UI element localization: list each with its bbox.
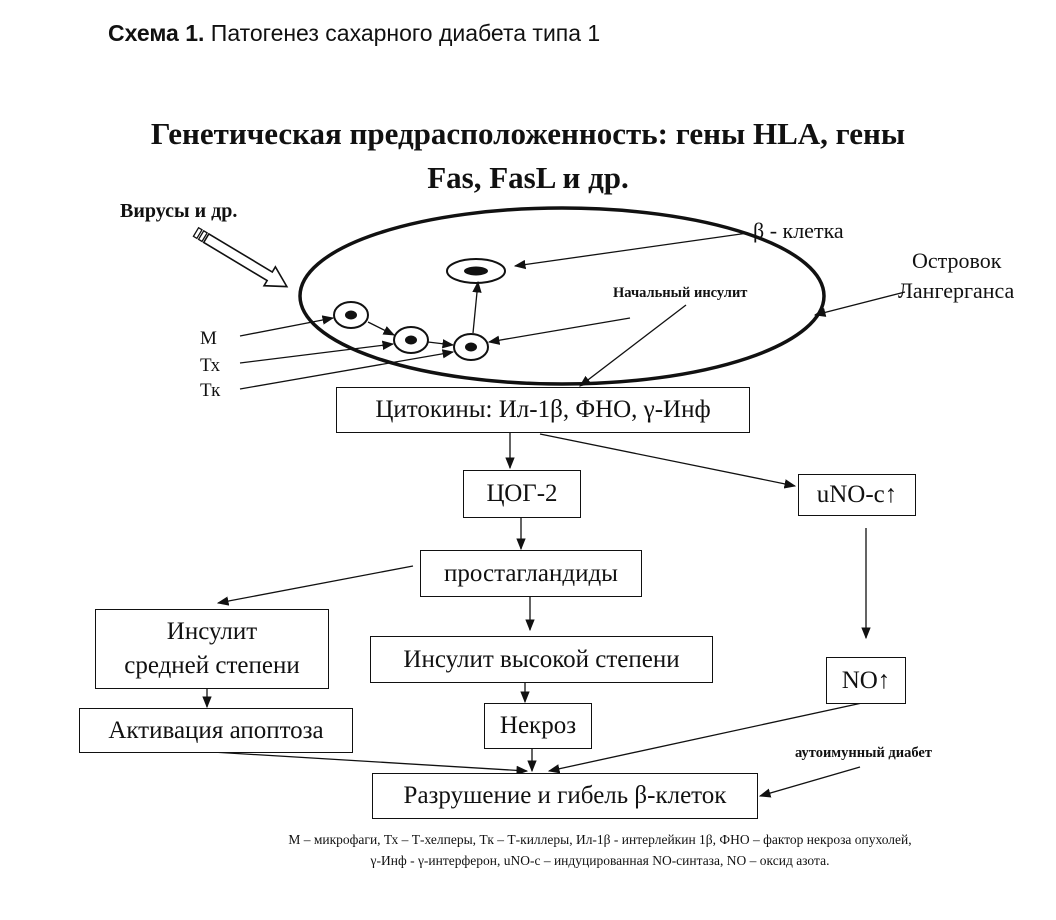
caption-label: Схема 1. [108,20,205,46]
moderate-insulitis-line-2: средней степени [124,652,300,679]
viruses-label: Вирусы и др. [120,200,238,222]
uno-c-text: uNO-c↑ [816,481,898,509]
apoptosis-box: Активация апоптоза [79,708,353,753]
apoptosis-text: Активация апоптоза [108,716,324,744]
islet-label-line-1: Островок [912,248,1002,273]
cytokines-box: Цитокины: Ил-1β, ФНО, γ-Инф [336,387,750,433]
heading-line-2: Fas, FasL и др. [427,160,629,195]
prostaglandins-text: простагландиды [444,559,618,587]
t-killer-label: Тк [200,380,221,401]
footnote-line-1: М – микрофаги, Тх – Т-хелперы, Тк – Т-ки… [288,832,912,847]
uno-c-box: uNO-c↑ [798,474,916,516]
destruction-box: Разрушение и гибель β-клеток [372,773,758,819]
cox2-box: ЦОГ-2 [463,470,581,518]
beta-cell-label: β - клетка [753,218,844,243]
moderate-insulitis-line-1: Инсулит [166,618,258,646]
cytokines-text: Цитокины: Ил-1β, ФНО, γ-Инф [375,396,711,424]
caption-text: Патогенез сахарного диабета типа 1 [210,20,601,46]
necrosis-text: Некроз [499,712,577,740]
high-insulitis-box: Инсулит высокой степени [370,636,713,683]
t-helper-label: Тх [200,355,221,376]
destruction-text: Разрушение и гибель β-клеток [403,782,727,810]
beta-cell-icon [446,258,506,284]
footnote-line-2: γ-Инф - γ-интерферон, uNO-c – индуцирова… [370,853,830,868]
initial-insulitis-label: Начальный инсулит [613,285,748,301]
virus-arrow-icon [192,226,289,288]
macrophage-label: М [200,328,217,349]
heading-line-1: Генетическая предрасположенность: гены H… [150,116,906,151]
figure-caption: Схема 1. Патогенез сахарного диабета тип… [108,20,600,47]
high-insulitis-text: Инсулит высокой степени [403,645,680,673]
t-killer-cell-icon [453,333,489,361]
no-box: NO↑ [826,657,906,704]
islet-label-line-2: Лангерганса [898,278,1015,303]
islet-ellipse [298,206,826,386]
moderate-insulitis-box: Инсулит средней степени [95,609,329,689]
cox2-text: ЦОГ-2 [486,480,558,508]
autoimmune-diabetes-label: аутоимунный диабет [795,745,932,761]
macrophage-cell-icon [333,301,369,329]
necrosis-box: Некроз [484,703,592,749]
no-text: NO↑ [841,666,891,694]
prostaglandins-box: простагландиды [420,550,642,597]
t-helper-cell-icon [393,326,429,354]
